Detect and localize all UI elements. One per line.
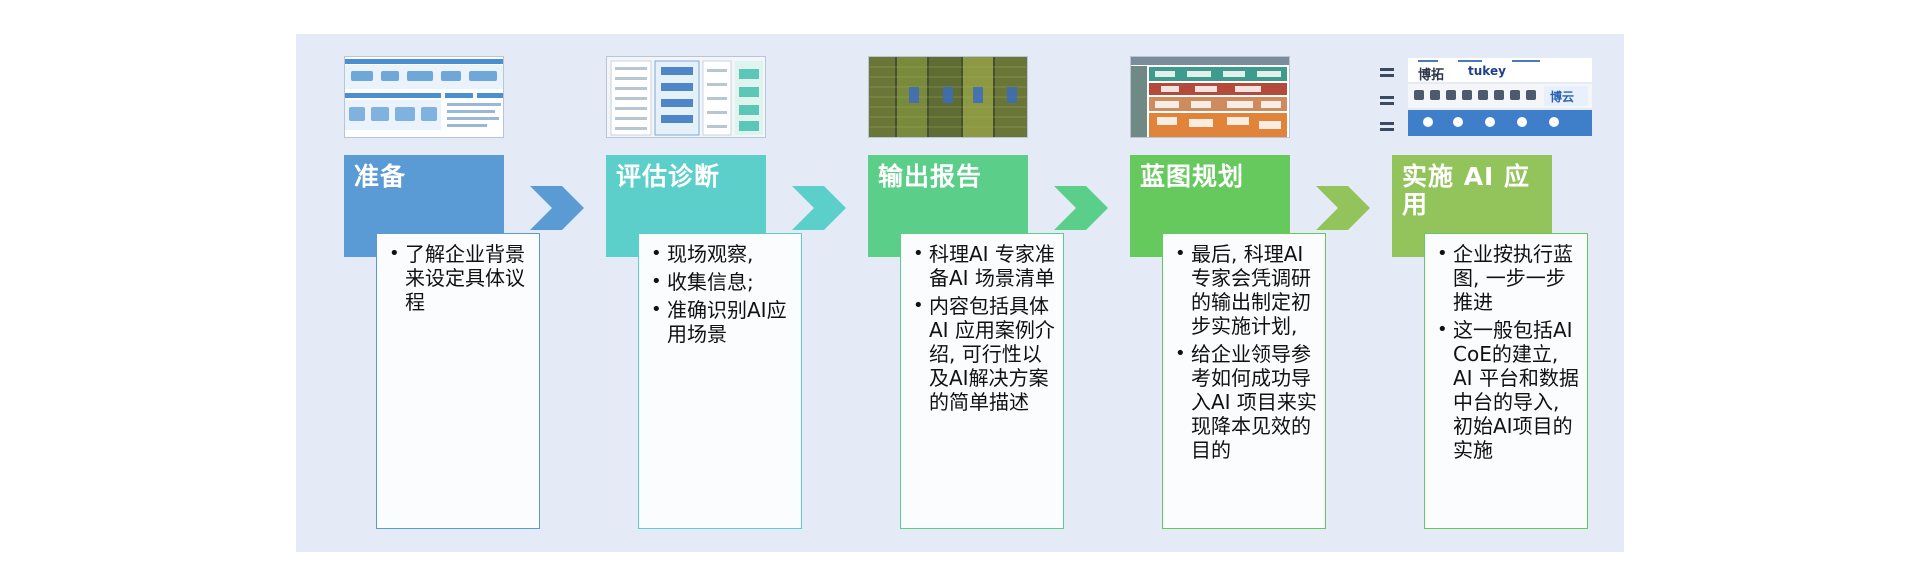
step-2-bullet: 收集信息; [649, 270, 793, 294]
logo-bota: 博拓 [1418, 68, 1445, 83]
chevron-arrow-icon-3 [1054, 186, 1108, 230]
step-5-title: 实施 AI 应用 [1402, 162, 1531, 219]
step-3-title: 输出报告 [878, 162, 983, 191]
logo-tukey: tukey [1468, 64, 1506, 78]
platform-stack-thumbnail: 博拓 tukey 博云 [1378, 56, 1592, 138]
step-3-bullet: 科理AI 专家准备AI 场景清单 [911, 242, 1055, 290]
step-4-bullet: 给企业领导参考如何成功导入AI 项目来实现降本见效的目的 [1173, 342, 1317, 462]
chevron-arrow-icon-4 [1316, 186, 1370, 230]
step-5-bullet: 这一般包括AI CoE的建立, AI 平台和数据中台的导入, 初始AI项目的实施 [1435, 318, 1579, 462]
blueprint-roadmap-image [1131, 57, 1289, 137]
process-flow-image [345, 59, 503, 130]
chevron-arrow-icon-1 [530, 186, 584, 230]
assessment-diagram-image [610, 60, 763, 136]
step-1-description: 了解企业背景来设定具体议程 [376, 233, 540, 529]
step-5-description: 企业按执行蓝图, 一步一步推进 这一般包括AI CoE的建立, AI 平台和数据… [1424, 233, 1588, 529]
step-4-bullet: 最后, 科理AI 专家会凭调研的输出制定初步实施计划, [1173, 242, 1317, 338]
blueprint-roadmap-thumbnail [1130, 56, 1290, 138]
step-3-bullet: 内容包括具体AI 应用案例介绍, 可行性以及AI解决方案的简单描述 [911, 294, 1055, 414]
platform-stack-image [1380, 58, 1592, 136]
step-1-title: 准备 [354, 162, 407, 191]
step-4-description: 最后, 科理AI 专家会凭调研的输出制定初步实施计划, 给企业领导参考如何成功导… [1162, 233, 1326, 529]
chevron-arrow-icon-2 [792, 186, 846, 230]
step-2-bullet: 准确识别AI应用场景 [649, 298, 793, 346]
step-2-description: 现场观察, 收集信息; 准确识别AI应用场景 [638, 233, 802, 529]
process-flow-thumbnail [344, 56, 504, 138]
step-2-bullet: 现场观察, [649, 242, 793, 266]
assessment-diagram-thumbnail [606, 56, 766, 138]
step-4-title: 蓝图规划 [1140, 162, 1245, 191]
report-matrix-thumbnail [868, 56, 1028, 138]
step-1-bullet: 了解企业背景来设定具体议程 [387, 242, 531, 314]
step-3-description: 科理AI 专家准备AI 场景清单 内容包括具体AI 应用案例介绍, 可行性以及A… [900, 233, 1064, 529]
logo-boyun: 博云 [1550, 90, 1575, 104]
step-2-title: 评估诊断 [616, 162, 721, 191]
report-matrix-image [869, 57, 1027, 137]
step-5-bullet: 企业按执行蓝图, 一步一步推进 [1435, 242, 1579, 314]
